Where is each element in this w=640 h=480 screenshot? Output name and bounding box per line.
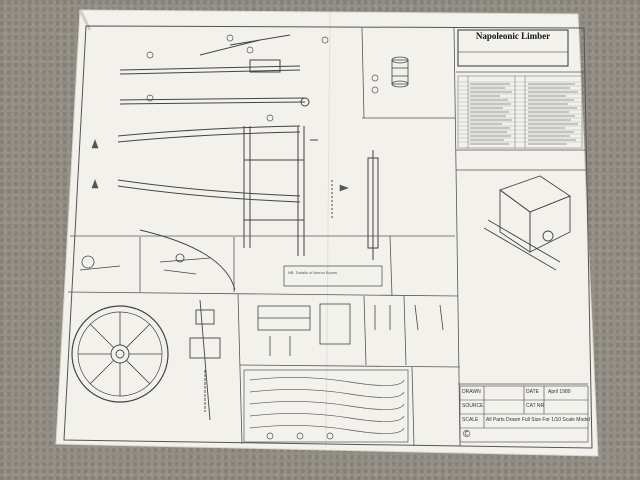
date-value: April 1980 xyxy=(548,389,571,395)
water-bucket-drawing xyxy=(391,56,409,88)
drawn-label: DRAWN xyxy=(462,389,481,395)
note-box xyxy=(283,265,383,287)
limber-chassis-plan xyxy=(117,125,318,256)
source-label: SOURCE xyxy=(462,403,484,409)
drawing-border xyxy=(63,25,593,449)
callout-circles xyxy=(146,34,379,122)
hub-side-view xyxy=(189,299,221,421)
pole-end-details xyxy=(79,253,211,275)
drawing-title: Napoleonic Limber xyxy=(475,31,551,41)
parts-list-table xyxy=(457,75,583,149)
paper xyxy=(55,9,599,457)
copyright-symbol: © xyxy=(463,429,471,440)
title-box xyxy=(457,29,569,67)
axle-bar xyxy=(331,150,379,260)
dimension-arrows xyxy=(91,139,349,192)
title-block-grid xyxy=(459,385,589,443)
parts-strip xyxy=(243,369,409,443)
limber-perspective xyxy=(483,175,571,271)
parts-list-text xyxy=(470,83,578,145)
wheel-drawing xyxy=(71,229,236,403)
panel-lines xyxy=(67,26,588,447)
cat-label: CAT NR xyxy=(526,403,545,409)
scale-value: All Parts Drawn Full Size For 1/10 Scale… xyxy=(486,417,590,423)
date-label: DATE xyxy=(526,389,539,395)
ammo-box-note: NB. Details of Ammo Boxes xyxy=(288,270,338,275)
scale-label: SCALE xyxy=(462,417,479,423)
shaft-drawing-top xyxy=(119,34,310,107)
ammo-box-details xyxy=(257,303,444,356)
parts-list-rows xyxy=(458,81,582,143)
